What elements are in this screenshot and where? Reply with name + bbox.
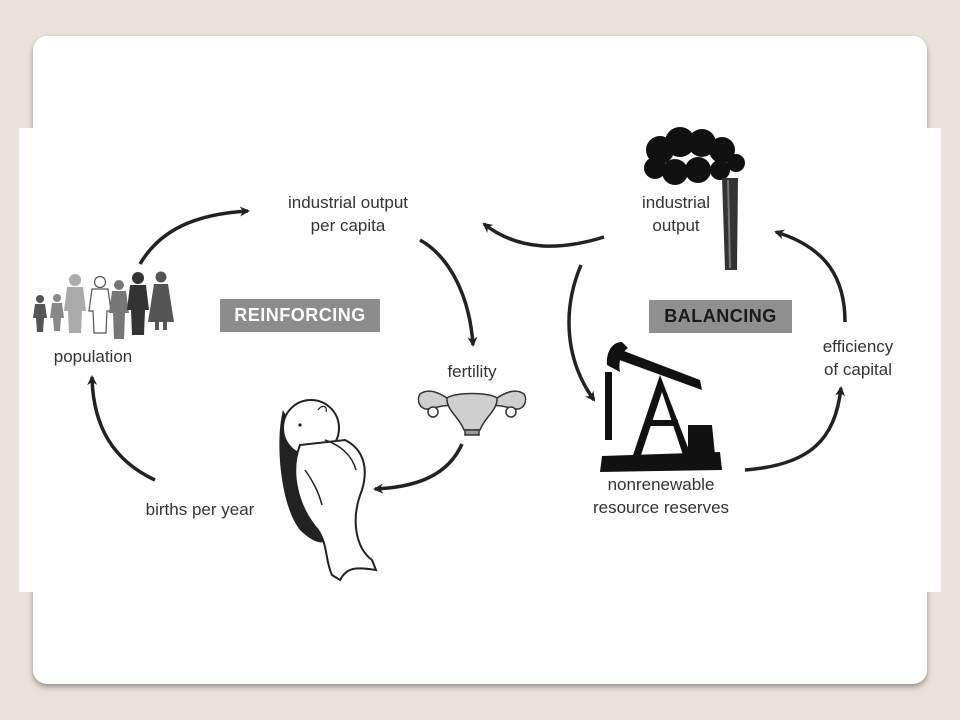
oil-pump-icon	[600, 342, 722, 472]
node-industrial-output-per-capita: industrial output per capita	[272, 191, 424, 237]
smokestack-icon	[644, 127, 745, 270]
node-line: resource reserves	[592, 498, 730, 517]
node-line: efficiency	[822, 337, 894, 356]
node-births-per-year: births per year	[145, 500, 255, 519]
node-efficiency-of-capital: efficiency of capital	[806, 335, 910, 381]
arrow-fertility-to-births	[373, 443, 464, 494]
node-line: per capita	[310, 216, 386, 235]
node-line: of capital	[823, 360, 893, 379]
node-line: industrial output	[287, 193, 409, 212]
arrow-population-to-output-per-capita	[138, 206, 250, 265]
node-line: industrial	[641, 193, 711, 212]
uterus-icon	[417, 390, 527, 436]
people-silhouettes-icon	[33, 271, 174, 339]
arrow-efficiency-to-output	[774, 229, 847, 323]
node-industrial-output: industrial output	[630, 191, 722, 237]
arrow-output-to-output-per-capita	[482, 222, 605, 248]
node-line: nonrenewable	[607, 475, 715, 494]
balancing-loop-badge: BALANCING	[649, 300, 792, 333]
arrow-births-to-population	[87, 375, 156, 482]
arrow-reserves-to-efficiency	[744, 386, 846, 472]
diagram-band	[19, 128, 941, 592]
node-nonrenewable-resource-reserves: nonrenewable resource reserves	[580, 473, 742, 519]
node-line: output	[652, 216, 700, 235]
node-population: population	[53, 347, 133, 366]
arrow-output-per-capita-to-fertility	[419, 238, 478, 347]
reinforcing-loop-badge: REINFORCING	[220, 299, 380, 332]
node-fertility: fertility	[447, 362, 497, 381]
arrow-output-to-resource-reserves	[567, 264, 596, 402]
baby-icon	[279, 399, 378, 582]
